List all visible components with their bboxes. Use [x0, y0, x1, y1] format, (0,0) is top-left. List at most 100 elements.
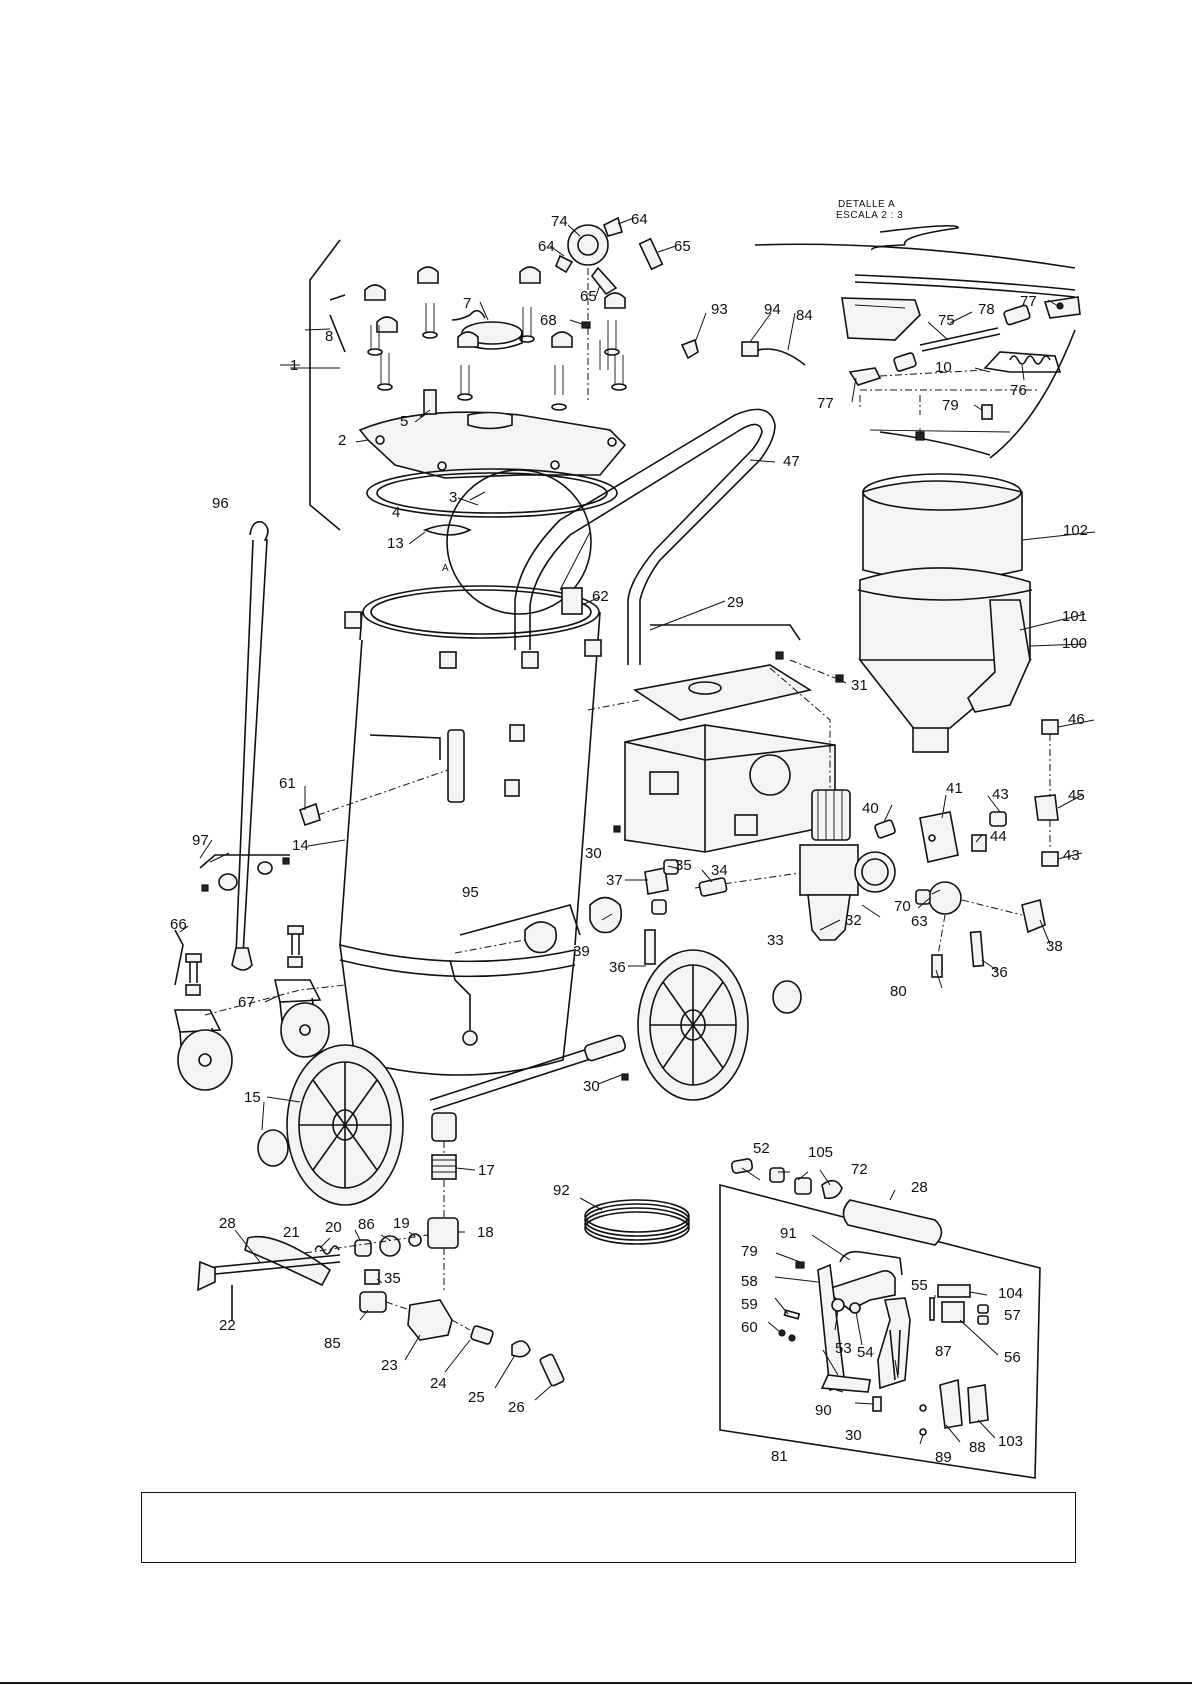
detail-lid-edge-2 [854, 281, 1076, 298]
callout-32: 32 [845, 912, 862, 929]
fitting-105-b [794, 1177, 812, 1195]
detail-arc-right [989, 329, 1076, 459]
axle-sleeve [584, 1034, 626, 1062]
pin-55 [929, 1297, 935, 1321]
tube-26 [539, 1353, 565, 1387]
washer-a [367, 348, 383, 356]
callout-81: 81 [771, 1448, 788, 1465]
tee-23 [407, 1299, 453, 1341]
fitting-57-b [977, 1315, 989, 1325]
callout-37: 37 [606, 872, 623, 889]
callout-65-right: 65 [674, 238, 691, 255]
fitting-64-a [603, 216, 623, 237]
nut-72 [821, 1179, 843, 1200]
bracket-95 [459, 904, 581, 936]
callout-84: 84 [796, 307, 813, 324]
tank-drain-plug [462, 1030, 478, 1046]
detail-marker: A [442, 563, 449, 574]
axis-63-38 [961, 899, 1023, 916]
callout-2: 2 [338, 432, 346, 449]
part-60-a [778, 1329, 786, 1337]
main-tank [298, 585, 602, 1076]
callout-103: 103 [998, 1433, 1023, 1450]
callout-28-right: 28 [911, 1179, 928, 1196]
callout-18: 18 [477, 1224, 494, 1241]
coil-loop-2 [584, 1203, 690, 1237]
washer-d [604, 348, 620, 356]
bracket-66 [174, 929, 184, 986]
callout-87: 87 [935, 1343, 952, 1360]
fitting-62 [561, 587, 583, 615]
tank-side-post [447, 729, 465, 803]
caster-front [173, 929, 233, 1091]
callout-4: 4 [392, 504, 400, 521]
washer-89-a [919, 1404, 927, 1412]
callout-34: 34 [711, 862, 728, 879]
wheel-right [637, 949, 802, 1101]
callout-30-box: 30 [585, 845, 602, 862]
grip-28-right [842, 1199, 943, 1246]
caster-front-bolt-head [185, 953, 202, 963]
callout-10: 10 [935, 359, 952, 376]
tank-tab-2 [504, 779, 520, 797]
lid-bolt-hole-3 [550, 460, 560, 470]
callout-45: 45 [1068, 787, 1085, 804]
callout-labels: 1 2 3 4 5 7 8 10 13 14 15 17 18 19 20 21… [170, 211, 1088, 1466]
callout-95: 95 [462, 884, 479, 901]
washer-h [611, 383, 627, 391]
handle-22 [197, 1260, 216, 1292]
fitting-65 [638, 237, 664, 271]
bracket-1 [309, 239, 341, 531]
callout-66: 66 [170, 916, 187, 933]
wheel-left-spokes [299, 1062, 391, 1188]
detail-screw-79 [981, 404, 993, 420]
detail-scale: ESCALA 2 : 3 [836, 210, 903, 221]
manifold-41-hole [928, 834, 936, 842]
drain-axis-horizontal [289, 1234, 429, 1256]
callout-67: 67 [238, 994, 255, 1011]
detail-bracket-line [854, 304, 906, 309]
gun-base-90 [820, 1374, 871, 1393]
wheel-left-cap [257, 1129, 289, 1167]
bolt-shanks [370, 303, 624, 395]
fitting-85 [359, 1291, 387, 1313]
callout-19: 19 [393, 1215, 410, 1232]
fitting-95 [524, 921, 558, 954]
bolt-cap-f [457, 331, 479, 348]
hopper-rim [857, 589, 1033, 601]
fitting-95-axis [454, 939, 526, 954]
gun-plate-58 [817, 1263, 846, 1392]
callout-31: 31 [851, 677, 868, 694]
callout-30-gun: 30 [845, 1427, 862, 1444]
coil-loop-3 [584, 1207, 690, 1241]
hopper-lid-top [862, 473, 1022, 511]
tee-37 [644, 867, 669, 895]
callout-96: 96 [212, 495, 229, 512]
part-94 [741, 341, 759, 357]
callout-24: 24 [430, 1375, 447, 1392]
regulator-knob-cap [811, 789, 851, 841]
block-56 [941, 1301, 965, 1323]
bracket-97 [199, 854, 290, 869]
hopper-assembly [857, 473, 1033, 753]
mount-plate-hole [688, 681, 722, 695]
callout-25: 25 [468, 1389, 485, 1406]
tee-45 [1034, 794, 1059, 821]
regulator-assembly [694, 667, 1059, 978]
part-53 [831, 1298, 845, 1312]
gasket-3 [376, 472, 608, 514]
control-box-body [624, 724, 836, 853]
leader-lines [179, 217, 1096, 1445]
fitting-35-lower [364, 1269, 380, 1285]
callout-102: 102 [1063, 522, 1088, 539]
callout-86: 86 [358, 1216, 375, 1233]
detail-hook-symbol [879, 224, 959, 246]
callout-46: 46 [1068, 711, 1085, 728]
callout-77-left: 77 [817, 395, 834, 412]
regulator-knob-ridges [817, 790, 843, 840]
callout-41: 41 [946, 780, 963, 797]
control-box-window [734, 814, 758, 836]
part-97-d [282, 857, 290, 865]
bolt-cap-g [551, 331, 573, 348]
hose-coil-92 [584, 1199, 690, 1245]
